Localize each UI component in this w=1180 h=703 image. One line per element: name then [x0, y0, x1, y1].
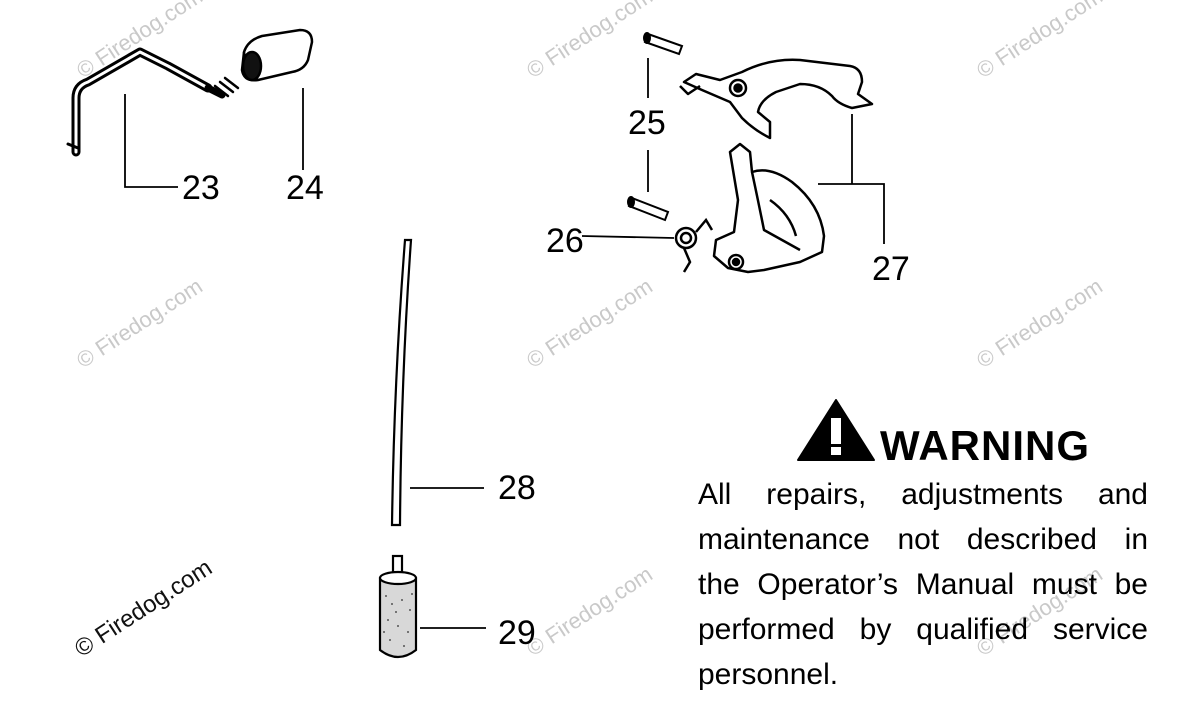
part-23-rod: [66, 47, 240, 157]
warning-line: All repairs, adjustments and: [698, 478, 1148, 511]
warning-title: WARNING: [880, 422, 1090, 469]
leader-27: [818, 114, 885, 244]
part-25-pins: [627, 32, 684, 222]
leader-23: [124, 94, 178, 188]
warning-line: personnel.: [698, 658, 839, 691]
part-label-25: 25: [628, 104, 666, 142]
warning-line: performed by qualified service: [698, 613, 1148, 646]
part-label-29: 29: [498, 614, 536, 652]
warning-line: maintenance not described in: [698, 523, 1148, 556]
part-24-grommet: [240, 28, 314, 82]
warning-triangle-icon: [797, 399, 875, 461]
part-26-spring: [674, 217, 714, 273]
leader-26: [581, 235, 675, 239]
leader-lines: [124, 58, 885, 629]
part-27-trigger: [679, 58, 874, 140]
part-label-24: 24: [286, 169, 324, 207]
part-label-27: 27: [872, 250, 910, 288]
part-28-hose: [390, 238, 413, 527]
warning-line: the Operator’s Manual must be: [698, 568, 1148, 601]
part-27-lockout: [712, 142, 826, 274]
part-label-28: 28: [498, 469, 536, 507]
part-29-filter: [378, 554, 418, 659]
part-label-23: 23: [182, 169, 220, 207]
warning-text: All repairs, adjustments and maintenance…: [698, 472, 1148, 697]
part-label-26: 26: [546, 222, 584, 260]
